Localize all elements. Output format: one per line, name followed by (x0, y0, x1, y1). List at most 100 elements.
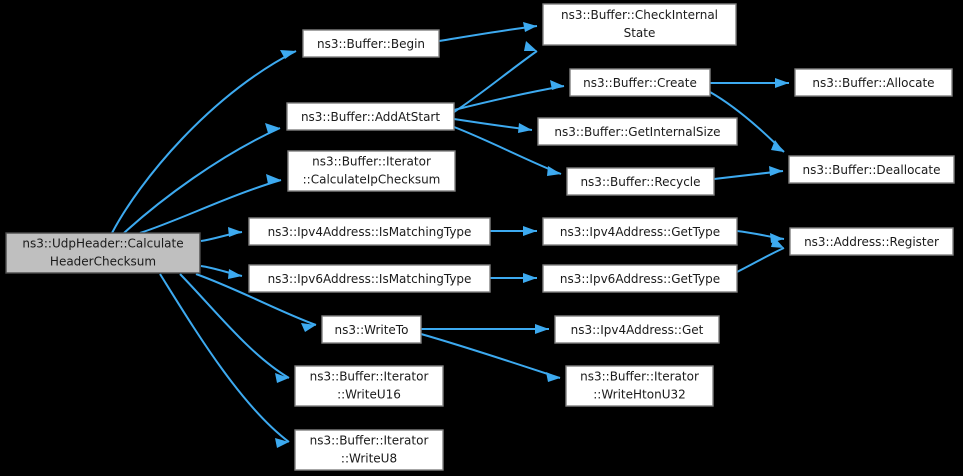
node-writeu8[interactable]: ns3::Buffer::Iterator::WriteU8 (294, 429, 444, 471)
node-label-line1: ns3::Buffer::Iterator (580, 370, 699, 384)
edge-root-to-ipv6ismatchingtype (200, 265, 243, 279)
node-box[interactable] (294, 429, 444, 471)
arrowhead-icon (301, 323, 316, 332)
edge-line (453, 85, 565, 111)
node-ipv4ismatchingtype[interactable]: ns3::Ipv4Address::IsMatchingType (248, 217, 491, 246)
edge-addatstart-to-recycle (453, 126, 562, 176)
node-ipv4get[interactable]: ns3::Ipv4Address::Get (554, 315, 720, 344)
node-label-line1: ns3::Buffer::Iterator (312, 155, 431, 169)
arrowhead-icon (523, 22, 537, 32)
arrowhead-icon (535, 324, 549, 334)
node-allocate[interactable]: ns3::Buffer::Allocate (794, 68, 953, 97)
edge-create-to-allocate (710, 78, 789, 88)
arrowhead-icon (771, 237, 784, 248)
node-box[interactable] (537, 117, 738, 146)
edge-root-to-writeu8 (159, 273, 290, 448)
node-label: ns3::WriteTo (335, 323, 409, 337)
node-deallocate[interactable]: ns3::Buffer::Deallocate (788, 155, 955, 184)
node-writeu16[interactable]: ns3::Buffer::Iterator::WriteU16 (294, 365, 444, 407)
node-box[interactable] (542, 3, 737, 46)
arrowhead-icon (524, 41, 537, 51)
edge-line (420, 333, 561, 379)
arrowhead-icon (769, 166, 783, 176)
node-writehtonu32[interactable]: ns3::Buffer::Iterator::WriteHtonU32 (565, 365, 714, 407)
edge-root-to-ipv4ismatchingtype (200, 227, 243, 242)
node-box[interactable] (569, 68, 711, 97)
node-ipv6gettype[interactable]: ns3::Ipv6Address::GetType (542, 264, 738, 293)
arrowhead-icon (275, 438, 289, 448)
node-box[interactable] (286, 102, 455, 131)
node-box[interactable] (294, 365, 444, 407)
edge-begin-to-checkinternalstate (438, 22, 538, 42)
node-box[interactable] (287, 150, 456, 192)
node-ipv4gettype[interactable]: ns3::Ipv4Address::GetType (542, 217, 738, 246)
node-addatstart[interactable]: ns3::Buffer::AddAtStart (286, 102, 455, 131)
node-addressregister[interactable]: ns3::Address::Register (789, 227, 954, 256)
node-box[interactable] (5, 232, 201, 274)
node-label-line1: ns3::Buffer::Iterator (310, 434, 429, 448)
node-label: ns3::Buffer::Create (583, 76, 697, 90)
node-box[interactable] (302, 29, 440, 58)
node-label: ns3::Ipv4Address::IsMatchingType (268, 225, 472, 239)
edge-ipv6ismatchingtype-to-ipv6gettype (490, 273, 537, 283)
edge-line (159, 273, 290, 443)
node-label: ns3::Address::Register (804, 235, 939, 249)
node-label: ns3::Buffer::AddAtStart (301, 110, 440, 124)
arrowhead-icon (523, 273, 537, 283)
arrowhead-icon (547, 166, 561, 176)
node-create[interactable]: ns3::Buffer::Create (569, 68, 711, 97)
node-box[interactable] (248, 264, 491, 293)
edge-root-to-writeu16 (179, 273, 290, 383)
arrowhead-icon (523, 226, 537, 236)
node-box[interactable] (566, 167, 715, 196)
edge-line (453, 50, 538, 113)
edge-line (123, 127, 281, 234)
node-box[interactable] (788, 155, 955, 184)
arrowhead-icon (518, 123, 532, 133)
edge-addatstart-to-checkinternalstate (453, 41, 538, 113)
node-box[interactable] (794, 68, 953, 97)
edge-recycle-to-deallocate (713, 166, 784, 180)
edge-line (195, 273, 317, 326)
node-ipv6ismatchingtype[interactable]: ns3::Ipv6Address::IsMatchingType (248, 264, 491, 293)
edge-root-to-writeto (195, 273, 317, 332)
node-label: ns3::Ipv6Address::GetType (560, 272, 720, 286)
arrowhead-icon (775, 78, 789, 88)
arrowhead-icon (546, 372, 560, 382)
node-box[interactable] (554, 315, 720, 344)
arrowhead-icon (275, 373, 289, 383)
edge-root-to-begin (111, 50, 297, 234)
edge-root-to-calculateipchecksum (139, 174, 282, 234)
node-label: ns3::Buffer::GetInternalSize (554, 125, 720, 139)
arrowhead-icon (228, 269, 242, 279)
node-label-line2: HeaderChecksum (50, 255, 156, 269)
node-label: ns3::Ipv4Address::GetType (560, 225, 720, 239)
node-getinternalsize[interactable]: ns3::Buffer::GetInternalSize (537, 117, 738, 146)
arrowhead-icon (280, 50, 296, 59)
node-box[interactable] (789, 227, 954, 256)
node-label: ns3::Ipv4Address::Get (571, 323, 704, 337)
edge-line (111, 50, 297, 234)
node-box[interactable] (542, 217, 738, 246)
node-label: ns3::Buffer::Allocate (812, 76, 934, 90)
node-box[interactable] (248, 217, 491, 246)
node-label: ns3::Buffer::Begin (317, 37, 425, 51)
edge-ipv4ismatchingtype-to-ipv4gettype (490, 226, 537, 236)
node-box[interactable] (321, 315, 422, 344)
node-writeto[interactable]: ns3::WriteTo (321, 315, 422, 344)
node-label-line2: State (624, 26, 656, 40)
edge-line (736, 247, 785, 273)
edge-writeto-to-ipv4get (421, 324, 549, 334)
node-box[interactable] (565, 365, 714, 407)
node-begin[interactable]: ns3::Buffer::Begin (302, 29, 440, 58)
node-recycle[interactable]: ns3::Buffer::Recycle (566, 167, 715, 196)
node-calculateipchecksum[interactable]: ns3::Buffer::Iterator::CalculateIpChecks… (287, 150, 456, 192)
node-box[interactable] (542, 264, 738, 293)
edge-line (179, 273, 290, 379)
node-label-line2: ::CalculateIpChecksum (303, 173, 441, 187)
node-label: ns3::Buffer::Recycle (580, 175, 700, 189)
